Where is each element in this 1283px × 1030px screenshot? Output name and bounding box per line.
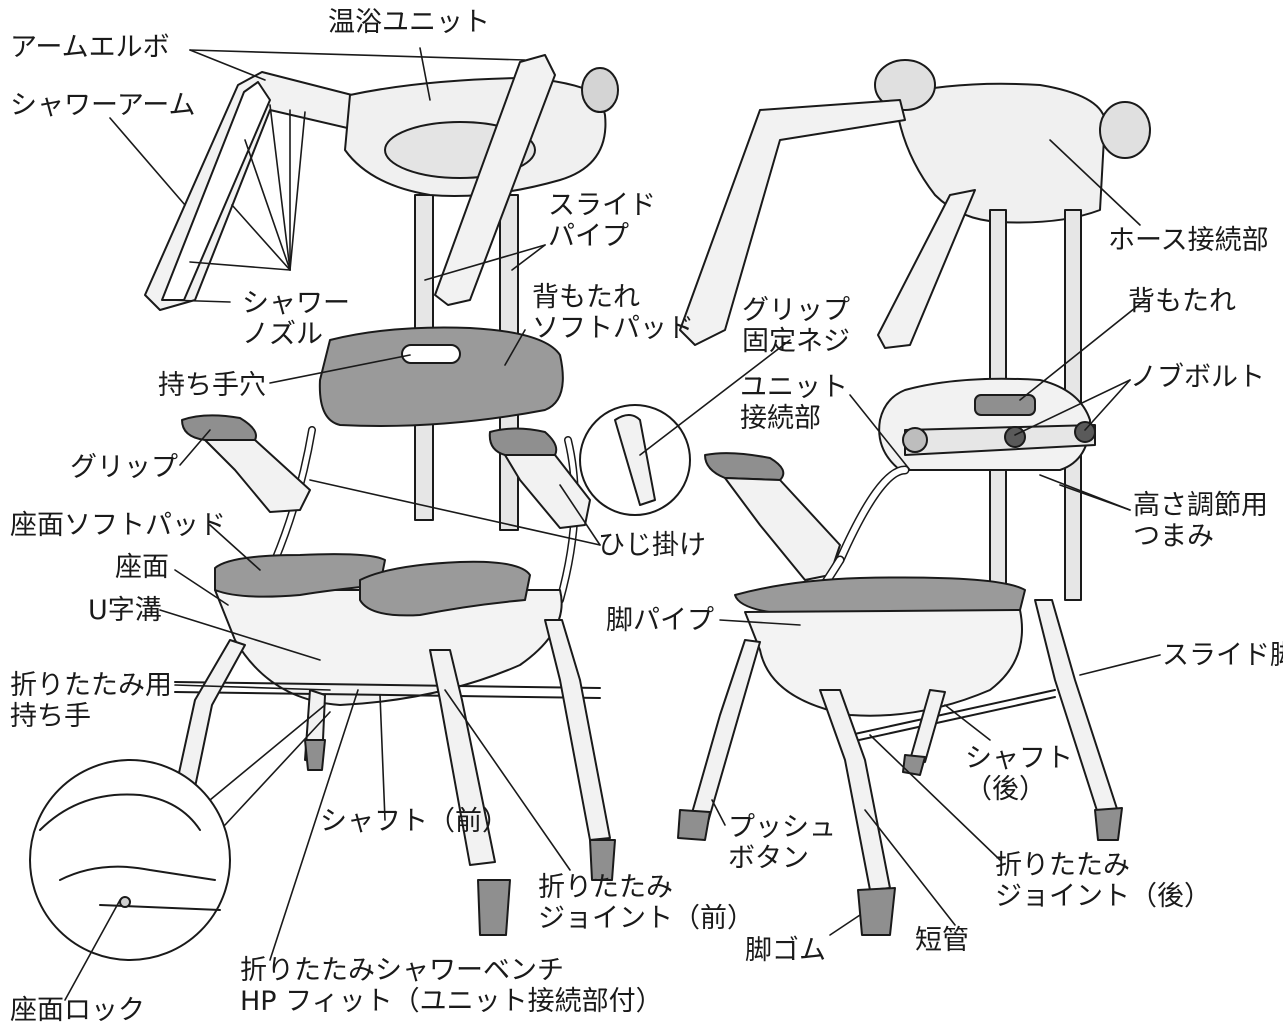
label-fold-handle: 折りたたみ用持ち手 bbox=[10, 670, 172, 732]
label-seat-lock: 座面ロック bbox=[10, 995, 145, 1026]
label-fold-joint-rear: 折りたたみジョイント（後） bbox=[995, 850, 1211, 912]
label-short-pipe: 短管 bbox=[915, 925, 969, 956]
left-backrest bbox=[318, 326, 564, 427]
label-seat: 座面 bbox=[115, 552, 169, 583]
label-shower-nozzle: シャワーノズル bbox=[242, 288, 350, 350]
label-arm-elbow: アームエルボ bbox=[10, 32, 170, 63]
right-onyoku-unit bbox=[894, 82, 1106, 224]
label-shaft-rear: シャフト（後） bbox=[965, 743, 1073, 805]
label-grip-fixing-screw: グリップ固定ネジ bbox=[742, 295, 850, 357]
label-shower-arm: シャワーアーム bbox=[10, 90, 196, 121]
label-unit-connection: ユニット接続部 bbox=[740, 372, 848, 434]
label-backrest-soft-pad: 背もたれソフトパッド bbox=[532, 282, 694, 344]
label-shaft-front: シャフト（前） bbox=[320, 806, 509, 837]
label-fold-joint-front: 折りたたみジョイント（前） bbox=[538, 872, 754, 934]
label-height-knob: 高さ調節用つまみ bbox=[1133, 490, 1268, 552]
left-seat-pad-right bbox=[359, 560, 531, 617]
label-hose-connection: ホース接続部 bbox=[1108, 225, 1269, 256]
label-leg-pipe: 脚パイプ bbox=[606, 605, 714, 636]
right-grip bbox=[704, 452, 785, 481]
right-shower-arm-2 bbox=[877, 189, 976, 349]
left-shower-arm-2 bbox=[434, 54, 556, 306]
label-grip: グリップ bbox=[70, 452, 178, 483]
label-onyoku-unit: 温浴ユニット bbox=[328, 7, 490, 38]
seat-lock-zoom-circle bbox=[29, 759, 231, 961]
left-grip-2 bbox=[488, 427, 558, 456]
label-knob-bolt: ノブボルト bbox=[1130, 362, 1265, 393]
right-shower-arm bbox=[679, 99, 906, 346]
label-push-button: プッシュボタン bbox=[728, 812, 836, 874]
label-u-groove: U字溝 bbox=[88, 595, 162, 626]
label-leg-rubber: 脚ゴム bbox=[745, 935, 826, 966]
label-elbow-rest: ひじ掛け bbox=[598, 530, 706, 561]
right-backrest bbox=[878, 377, 1091, 471]
label-slide-leg: スライド脚 bbox=[1162, 640, 1283, 671]
left-grip bbox=[181, 414, 257, 441]
label-backrest: 背もたれ bbox=[1128, 286, 1236, 317]
label-seat-soft-pad: 座面ソフトパッド bbox=[10, 510, 226, 541]
label-handle-hole: 持ち手穴 bbox=[158, 370, 266, 401]
label-slide-pipe: スライドパイプ bbox=[548, 190, 656, 252]
